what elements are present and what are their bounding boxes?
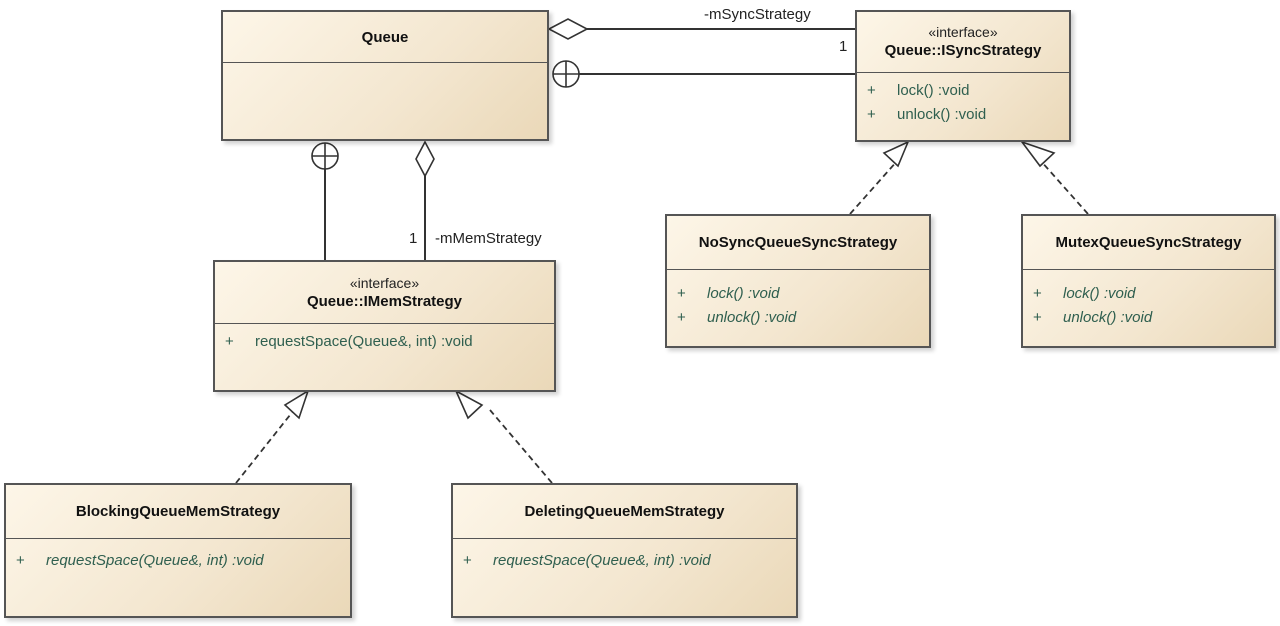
class-queue-operations (223, 63, 547, 69)
mem-role-label: -mMemStrategy (435, 230, 542, 247)
operation-signature: requestSpace(Queue&, int) :void (255, 333, 473, 350)
operation-visibility: + (867, 106, 876, 123)
operation-visibility: + (867, 82, 876, 99)
operation-signature: requestSpace(Queue&, int) :void (493, 552, 711, 569)
operation: + lock() :void (667, 282, 929, 306)
class-deleting-name: DeletingQueueMemStrategy (524, 503, 725, 520)
operation-signature: unlock() :void (1063, 309, 1153, 326)
operation-signature: lock() :void (1063, 285, 1136, 302)
operation-signature: unlock() :void (707, 309, 797, 326)
operation-visibility: + (225, 333, 234, 350)
mutex-realization-arrowhead (1019, 140, 1056, 168)
class-blockingqueuememstrategy[interactable]: BlockingQueueMemStrategy + requestSpace(… (4, 483, 352, 618)
class-imemstrategy-operations: + requestSpace(Queue&, int) :void (215, 324, 554, 354)
mem-aggregation-diamond (415, 140, 435, 178)
class-queue[interactable]: Queue (221, 10, 549, 141)
class-blocking-name: BlockingQueueMemStrategy (75, 503, 281, 520)
class-deleting-operations: + requestSpace(Queue&, int) :void (453, 539, 796, 573)
mem-multiplicity-label: 1 (409, 230, 418, 247)
operation-signature: lock() :void (707, 285, 780, 302)
operation-visibility: + (1033, 285, 1042, 302)
operation-visibility: + (16, 552, 25, 569)
class-mutexqueuesyncstrategy[interactable]: MutexQueueSyncStrategy + lock() :void + … (1021, 214, 1276, 348)
class-isyncstrategy-stereotype: «interface» (928, 24, 998, 40)
class-nosync-name: NoSyncQueueSyncStrategy (698, 234, 898, 251)
nosync-realization-line (849, 159, 899, 215)
class-queue-header: Queue (223, 12, 547, 63)
class-isyncstrategy-header: «interface» Queue::ISyncStrategy (857, 12, 1069, 73)
operation: + unlock() :void (857, 103, 1069, 127)
class-blocking-header: BlockingQueueMemStrategy (6, 485, 350, 539)
class-nosyncqueuesyncstrategy[interactable]: NoSyncQueueSyncStrategy + lock() :void +… (665, 214, 931, 348)
deleting-realization-arrowhead (454, 389, 484, 420)
class-isyncstrategy[interactable]: «interface» Queue::ISyncStrategy + lock(… (855, 10, 1071, 142)
operation-visibility: + (677, 309, 686, 326)
class-deleting-header: DeletingQueueMemStrategy (453, 485, 796, 539)
class-mutex-name: MutexQueueSyncStrategy (1055, 234, 1242, 251)
operation: + lock() :void (1023, 282, 1274, 306)
operation: + unlock() :void (667, 306, 929, 330)
operation: + unlock() :void (1023, 306, 1274, 330)
operation-visibility: + (1033, 309, 1042, 326)
deleting-realization-line (489, 409, 553, 484)
operation-visibility: + (463, 552, 472, 569)
class-imemstrategy-header: «interface» Queue::IMemStrategy (215, 262, 554, 324)
mutex-realization-line (1039, 159, 1089, 215)
class-queue-name: Queue (361, 28, 409, 46)
nosync-realization-arrowhead (882, 140, 910, 168)
blocking-realization-line (235, 409, 295, 484)
class-nosync-header: NoSyncQueueSyncStrategy (667, 216, 929, 270)
operation: + requestSpace(Queue&, int) :void (215, 330, 554, 354)
class-imemstrategy-stereotype: «interface» (349, 274, 420, 291)
operation-signature: lock() :void (897, 82, 970, 99)
operation-signature: requestSpace(Queue&, int) :void (46, 552, 264, 569)
operation: + requestSpace(Queue&, int) :void (6, 549, 350, 573)
operation: + lock() :void (857, 79, 1069, 103)
blocking-realization-arrowhead (283, 389, 310, 420)
sync-multiplicity-label: 1 (839, 38, 848, 55)
class-isyncstrategy-name: Queue::ISyncStrategy (884, 42, 1042, 59)
class-deletingqueuememstrategy[interactable]: DeletingQueueMemStrategy + requestSpace(… (451, 483, 798, 618)
sync-role-label: -mSyncStrategy (704, 6, 811, 23)
operation-visibility: + (677, 285, 686, 302)
class-imemstrategy-name: Queue::IMemStrategy (306, 292, 463, 310)
class-blocking-operations: + requestSpace(Queue&, int) :void (6, 539, 350, 573)
class-mutex-operations: + lock() :void + unlock() :void (1023, 270, 1274, 330)
sync-aggregation-diamond (547, 18, 589, 40)
class-imemstrategy[interactable]: «interface» Queue::IMemStrategy + reques… (213, 260, 556, 392)
class-mutex-header: MutexQueueSyncStrategy (1023, 216, 1274, 270)
class-isyncstrategy-operations: + lock() :void + unlock() :void (857, 73, 1069, 127)
operation: + requestSpace(Queue&, int) :void (453, 549, 796, 573)
class-nosync-operations: + lock() :void + unlock() :void (667, 270, 929, 330)
operation-signature: unlock() :void (897, 106, 987, 123)
